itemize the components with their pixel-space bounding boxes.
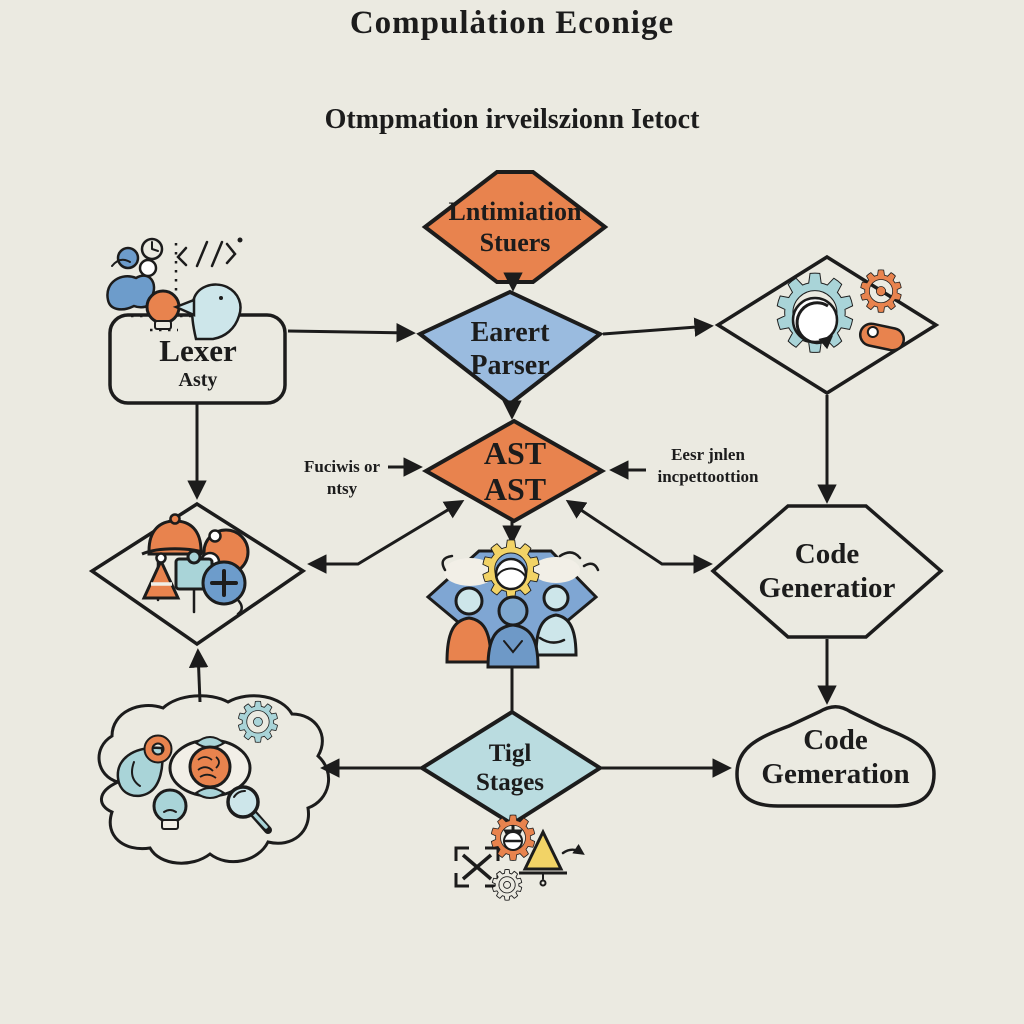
arrow-parser-to-gears bbox=[602, 317, 714, 337]
cloud-icons: ⚙ bbox=[116, 690, 283, 834]
node-lexer-label: Lexer Asty bbox=[112, 328, 284, 398]
code-generation-blob bbox=[735, 705, 936, 808]
brain-icon bbox=[188, 745, 232, 789]
lexer-line2: Asty bbox=[178, 369, 218, 392]
ast-left-line1: Fuciwis or bbox=[303, 457, 381, 476]
stages-diamond bbox=[418, 709, 604, 827]
arrow-lexer-to-parser bbox=[287, 322, 416, 343]
ast-right-line2: incpettoottion bbox=[657, 467, 759, 487]
node-parser-label: Earert Parser bbox=[420, 300, 600, 398]
bird-icon bbox=[190, 283, 242, 341]
connectors bbox=[187, 272, 837, 849]
node-code-generation-blob-label: Code Gemeration bbox=[737, 716, 934, 798]
team-icons: ⚙ bbox=[441, 525, 600, 669]
cg-blob-line2: Gemeration bbox=[761, 758, 910, 790]
pill-icon bbox=[858, 322, 906, 352]
refresh-arrow-icon bbox=[795, 301, 834, 350]
warning-triangle-icon bbox=[519, 828, 585, 887]
initiation-line2: Stuers bbox=[479, 227, 551, 257]
stages-line2: Stages bbox=[475, 769, 545, 796]
small-outline-gear-icon: ⚙ bbox=[489, 863, 525, 909]
lexer-line1: Lexer bbox=[159, 332, 237, 368]
small-gear-icon: ⚙ bbox=[856, 260, 906, 325]
plus-circle-icon bbox=[201, 560, 247, 616]
cg-hex-line2: Generatior bbox=[758, 572, 896, 604]
cg-hex-line1: Code bbox=[794, 537, 860, 570]
node-stages-label: Tigl Stages bbox=[420, 722, 600, 814]
lexer-icons bbox=[106, 237, 243, 341]
parser-line2: Parser bbox=[470, 350, 550, 381]
dotted-guides bbox=[122, 243, 196, 332]
diagram-subtitle: Otmpmation irveilszionn Ietoct bbox=[324, 104, 700, 135]
person-right-icon bbox=[534, 584, 578, 657]
ast-left-line2: ntsy bbox=[326, 479, 358, 499]
cloud-gear-icon: ⚙ bbox=[234, 691, 282, 754]
stages-line1: Tigl bbox=[488, 739, 532, 767]
arrow-ast-tools-link bbox=[307, 499, 465, 574]
initiation-line1: Lntimiation bbox=[448, 196, 582, 226]
arrow-cloud-to-tools bbox=[188, 648, 209, 703]
donut-icon bbox=[143, 734, 173, 764]
transform-frame-icon bbox=[454, 846, 500, 888]
cg-blob-line1: Code bbox=[803, 723, 868, 756]
node-code-generation-hex-label: Code Generatior bbox=[713, 520, 941, 622]
ast-line1: AST bbox=[483, 435, 547, 472]
initiation-hexagon bbox=[421, 170, 609, 284]
node-ast-label: AST AST bbox=[427, 428, 603, 516]
ast-line2: AST bbox=[483, 471, 547, 507]
annotation-ast-right: Eesr jnlen incpettoottion bbox=[632, 444, 784, 488]
cloud-bulb-icon bbox=[152, 788, 188, 830]
arrow-ast-codegen-link bbox=[565, 499, 713, 574]
code-icon bbox=[176, 237, 243, 268]
annotation-ast-left: Fuciwis or ntsy bbox=[286, 456, 398, 500]
tools-icons bbox=[141, 513, 250, 616]
person-center-icon bbox=[486, 595, 540, 669]
ast-diamond bbox=[421, 418, 607, 524]
cone-icon bbox=[141, 552, 181, 600]
node-initiation-label: Lntimiation Stuers bbox=[425, 175, 605, 280]
gears-icons: ⚙ ⚙ bbox=[767, 252, 907, 376]
diagram-title: Compulȧtion Econige bbox=[349, 5, 675, 41]
code-generation-hexagon bbox=[710, 504, 944, 639]
magnifier-icon bbox=[226, 785, 272, 834]
person-left-icon bbox=[445, 586, 493, 664]
bottom-icons: ⚙ ⚙ bbox=[454, 803, 585, 910]
parser-line1: Earert bbox=[470, 316, 550, 348]
ast-right-line1: Eesr jnlen bbox=[671, 445, 745, 464]
